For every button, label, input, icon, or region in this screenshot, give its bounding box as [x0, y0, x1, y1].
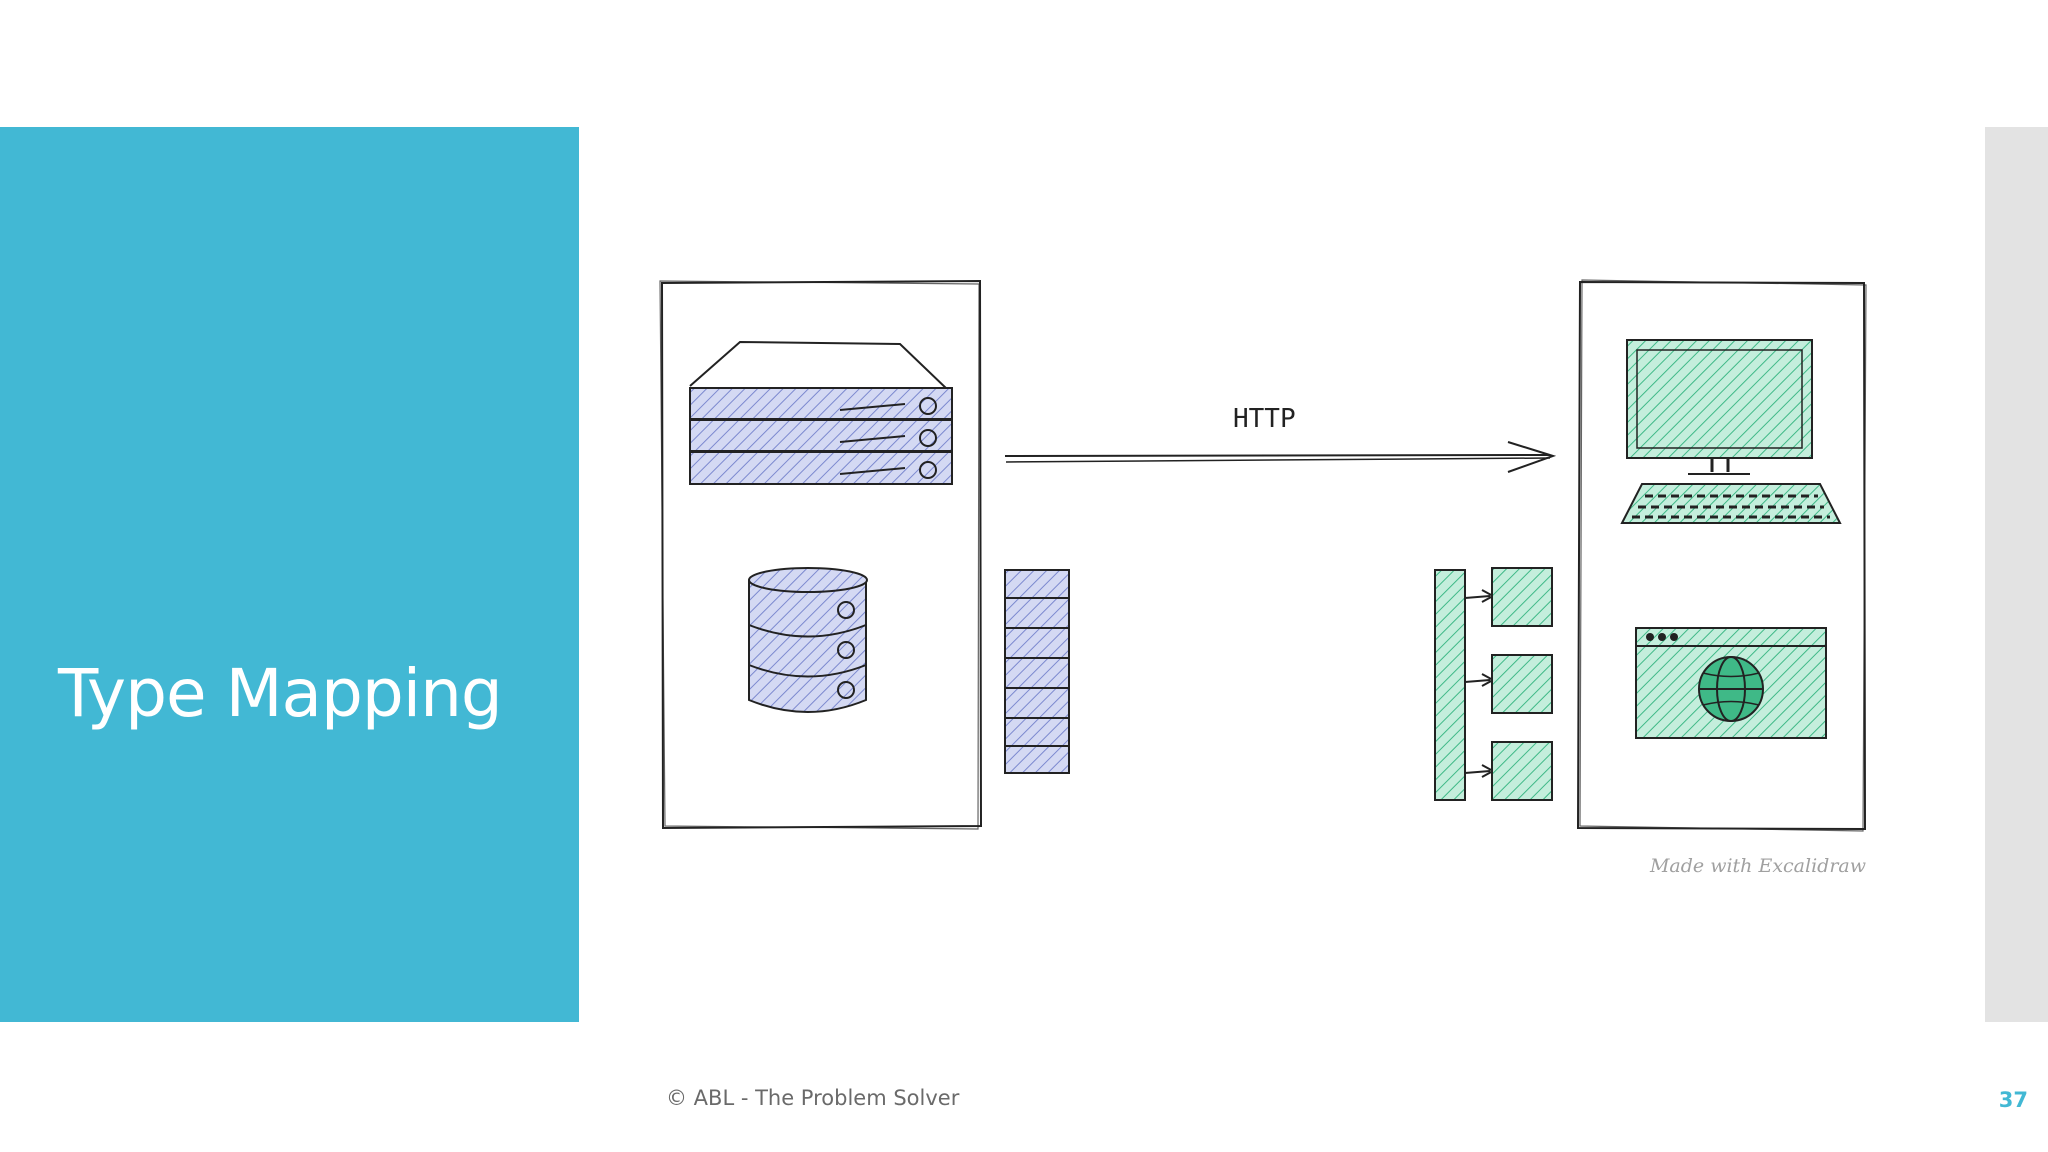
keyboard-icon — [1620, 483, 1842, 524]
client-container — [1576, 279, 1867, 832]
http-label: HTTP — [1233, 404, 1296, 434]
right-edge-strip — [1985, 127, 2048, 1022]
server-rack-icon — [689, 340, 953, 485]
slide-title: Type Mapping — [58, 655, 503, 732]
http-arrow — [1004, 441, 1557, 473]
database-icon — [748, 567, 868, 713]
page-number: 37 — [1998, 1088, 2028, 1112]
footer-copyright: © ABL - The Problem Solver — [666, 1086, 960, 1110]
excalidraw-watermark: Made with Excalidraw — [1649, 855, 1866, 877]
architecture-diagram: HTTP — [659, 279, 1867, 877]
server-container — [659, 279, 983, 830]
client-object-mapping — [1434, 567, 1553, 801]
title-panel: Type Mapping — [0, 127, 579, 1022]
browser-globe-icon — [1635, 627, 1827, 739]
server-data-queue — [1004, 569, 1070, 774]
desktop-monitor-icon — [1626, 339, 1813, 475]
